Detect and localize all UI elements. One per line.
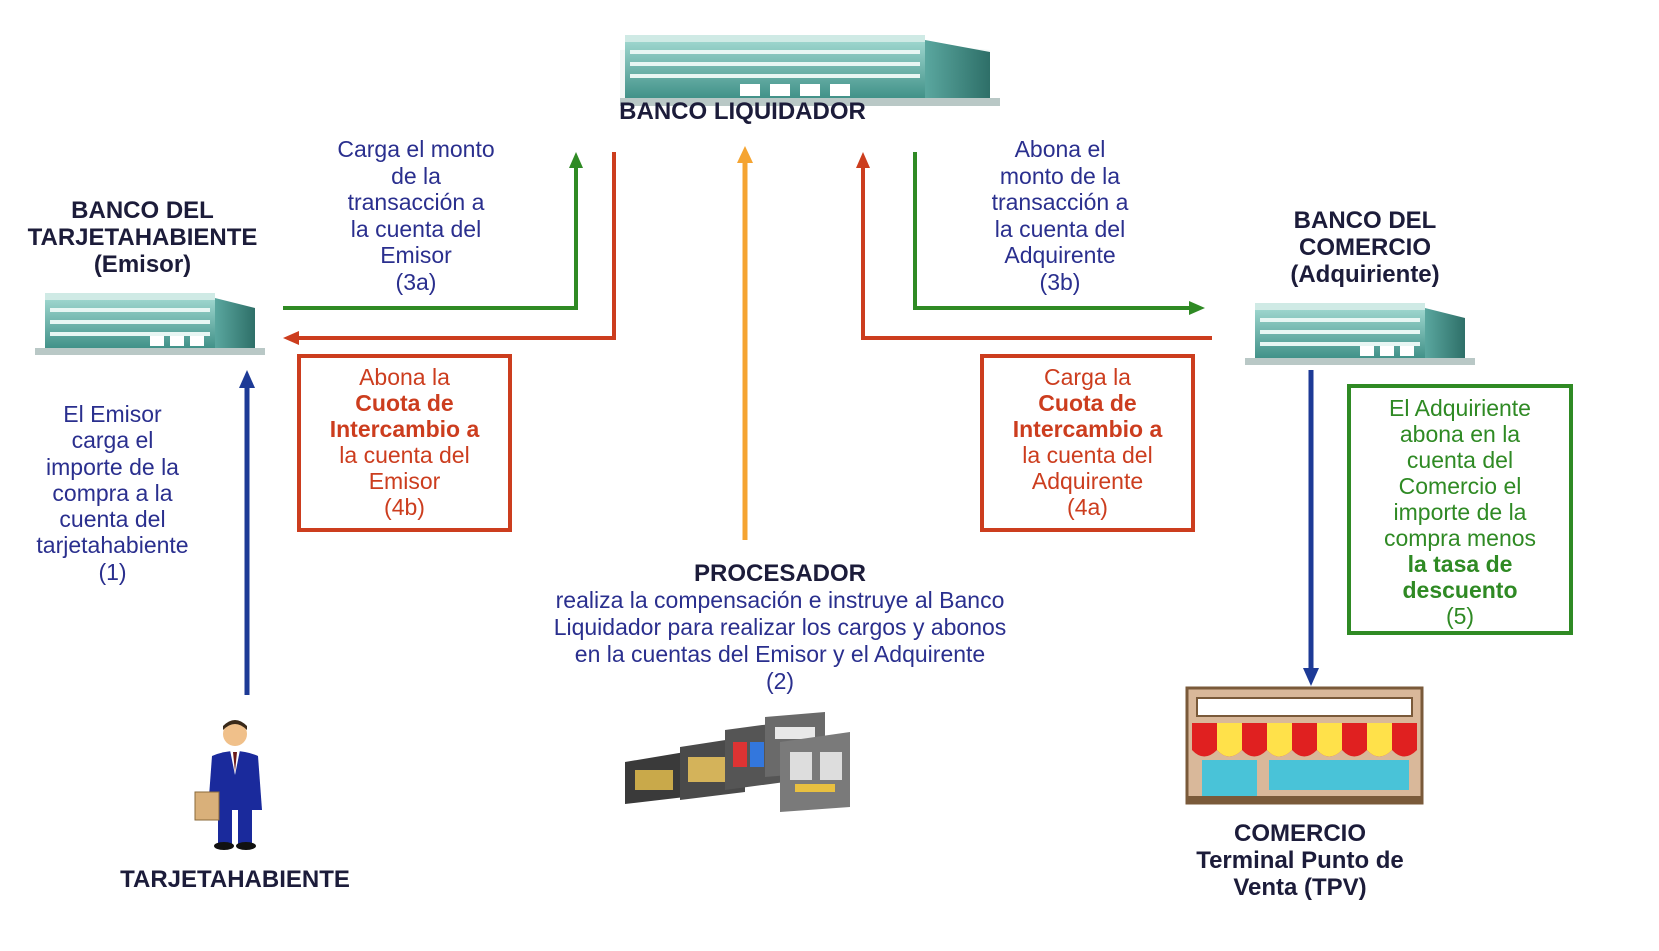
step-1-line: tarjetahabiente [36, 532, 189, 559]
step-3b-line: transacción a [991, 189, 1129, 215]
step-4b-line: Intercambio a [329, 416, 480, 442]
step-4a-line: Carga la [1044, 364, 1131, 390]
step-4b-line: (4b) [384, 494, 425, 520]
step-4a-line: Adquirente [1031, 468, 1144, 494]
arrow-1 [239, 370, 255, 695]
step-3b-line: Abona el [1014, 136, 1106, 162]
comercio-line: Terminal Punto de [1196, 847, 1404, 874]
procesador-line: en la cuentas del Emisor y el Adquirente [574, 641, 986, 667]
step-3b-label: Abona el monto de la transacción a la cu… [950, 136, 1170, 295]
tarjetahabiente-title: TARJETAHABIENTE [120, 866, 350, 893]
arrow-3b [913, 152, 1205, 315]
arrow-4a [856, 152, 1212, 340]
arrow-4b [283, 152, 616, 345]
arrow-5 [1303, 370, 1319, 686]
step-5-line: descuento [1402, 577, 1518, 603]
procesador-line: realiza la compensación e instruye al Ba… [555, 587, 1005, 613]
procesador-line: (2) [765, 668, 795, 694]
step-5-line: compra menos [1383, 525, 1537, 551]
banco-liquidador-title: BANCO LIQUIDADOR [619, 98, 866, 125]
procesador-label: PROCESADOR realiza la compensación e ins… [470, 560, 1090, 695]
banco-comercio-line2: COMERCIO [1299, 234, 1431, 261]
banco-comercio-title: BANCO DEL COMERCIO (Adquiriente) [1245, 207, 1485, 288]
step-5-line: (5) [1445, 603, 1475, 629]
step-3b-line: monto de la [999, 162, 1121, 189]
banco-comercio-building-icon [1245, 303, 1475, 365]
step-3b-line: (3b) [1039, 268, 1081, 295]
storefront-icon [1185, 686, 1424, 805]
step-3a-line: Carga el monto [337, 136, 495, 162]
step-4a-line: Intercambio a [1012, 416, 1163, 442]
step-4a-line: Cuota de [1038, 390, 1137, 416]
step-1-line: compra a la [52, 479, 173, 506]
step-5-line: la tasa de [1407, 551, 1513, 577]
step-5-box: El Adquiriente abona en la cuenta del Co… [1347, 384, 1573, 635]
banco-emisor-line3: (Emisor) [93, 251, 192, 278]
step-1-line: El Emisor [63, 401, 162, 427]
comercio-line: Venta (TPV) [1233, 874, 1367, 901]
banco-comercio-line3: (Adquiriente) [1290, 261, 1440, 288]
step-4a-box: Carga la Cuota de Intercambio a la cuent… [980, 354, 1195, 532]
businessman-icon [194, 720, 262, 850]
step-4a-line: (4a) [1067, 494, 1108, 520]
banco-emisor-building-icon [35, 293, 265, 355]
step-5-line: cuenta del [1406, 447, 1514, 473]
step-4b-line: Cuota de [355, 390, 454, 416]
step-4b-line: Emisor [368, 468, 441, 494]
step-5-line: abona en la [1399, 421, 1521, 447]
banco-emisor-line2: TARJETAHABIENTE [27, 224, 258, 251]
step-4a-line: la cuenta del [1022, 442, 1153, 468]
step-5-line: El Adquiriente [1389, 395, 1531, 421]
step-3b-line: Adquirente [1004, 242, 1116, 268]
arrow-2 [737, 146, 753, 540]
step-3a-line: Emisor [380, 242, 452, 268]
step-3a-line: de la [391, 162, 441, 189]
banco-liquidador-building-icon [620, 35, 1000, 106]
arrow-3a [283, 152, 583, 310]
banco-comercio-line1: BANCO DEL [1293, 207, 1437, 234]
comercio-line: COMERCIO [1234, 820, 1366, 847]
comercio-label: COMERCIO Terminal Punto de Venta (TPV) [1160, 820, 1440, 901]
step-3a-line: transacción a [347, 189, 485, 215]
mainframe-computer-icon [625, 712, 850, 812]
banco-emisor-title: BANCO DEL TARJETAHABIENTE (Emisor) [0, 197, 285, 278]
step-5-line: Comercio el [1398, 473, 1522, 499]
step-4b-line: Abona la [359, 364, 450, 390]
step-1-line: (1) [98, 558, 127, 585]
step-3a-line: la cuenta del [350, 215, 482, 242]
step-1-label: El Emisor carga el importe de la compra … [10, 401, 215, 585]
step-3b-line: la cuenta del [994, 215, 1126, 242]
step-1-line: carga el [71, 427, 154, 454]
banco-emisor-line1: BANCO DEL [71, 197, 214, 224]
step-4b-box: Abona la Cuota de Intercambio a la cuent… [297, 354, 512, 532]
step-5-line: importe de la [1393, 499, 1527, 525]
step-4b-line: la cuenta del [339, 442, 470, 468]
step-3a-line: (3a) [395, 268, 437, 295]
procesador-line: Liquidador para realizar los cargos y ab… [553, 614, 1007, 640]
procesador-title: PROCESADOR [693, 560, 867, 587]
step-1-line: importe de la [46, 453, 179, 480]
step-3a-label: Carga el monto de la transacción a la cu… [306, 136, 526, 295]
step-1-line: cuenta del [59, 506, 166, 533]
